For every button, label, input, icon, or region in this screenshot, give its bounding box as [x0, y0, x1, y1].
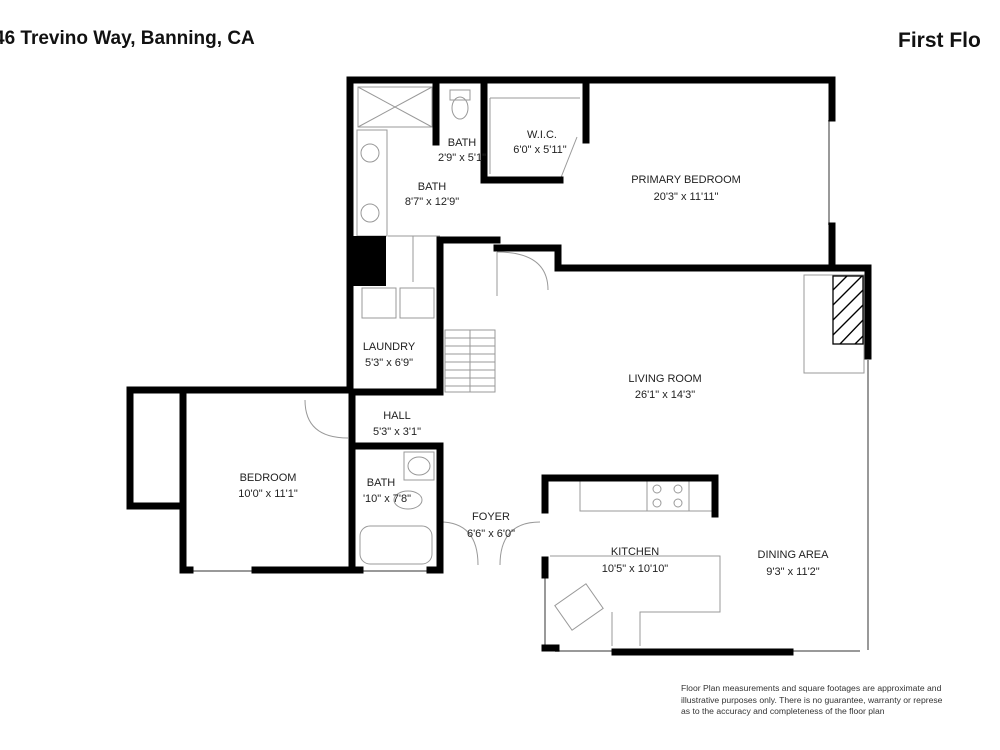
disclaimer-line-1: Floor Plan measurements and square foota… — [681, 683, 942, 693]
laundry-name: LAUNDRY — [363, 341, 416, 353]
bath-small-name: BATH — [448, 137, 477, 149]
shower-fixture — [357, 86, 433, 128]
foyer-name: FOYER — [472, 511, 510, 523]
bath-small-dims: 2'9" x 5'1" — [438, 152, 486, 164]
bath-cabinet-wall — [352, 236, 386, 286]
fireplace — [832, 275, 864, 345]
living-room-name: LIVING ROOM — [628, 373, 701, 385]
sink-fixture — [360, 143, 380, 163]
door-swing-4 — [559, 136, 578, 181]
sink-fixture-2 — [360, 203, 380, 223]
bath-hall-dims: '10" x 7'8" — [363, 493, 411, 505]
door-swing-3 — [439, 521, 479, 566]
stairs — [444, 329, 496, 393]
range-fixture — [646, 480, 690, 512]
dining-area-dims: 9'3" x 11'2" — [766, 566, 819, 578]
wic-name: W.I.C. — [527, 129, 557, 141]
bathtub-fixture — [359, 525, 433, 565]
dryer-fixture — [399, 287, 435, 319]
kitchen-sink-fixture — [554, 583, 604, 631]
kitchen-island — [550, 555, 721, 646]
disclaimer-line-3: as to the accuracy and completeness of t… — [681, 706, 885, 716]
living-room-dims: 26'1" x 14'3" — [635, 389, 695, 401]
laundry-dims: 5'3" x 6'9" — [365, 357, 413, 369]
washer-fixture — [361, 287, 397, 319]
vanity-fixture — [356, 129, 388, 237]
fireplace-hearth — [803, 274, 865, 374]
wic-dims: 6'0" x 5'11" — [513, 144, 566, 156]
walls — [126, 76, 872, 656]
kitchen-name: KITCHEN — [611, 546, 659, 558]
hall-dims: 5'3" x 3'1" — [373, 426, 421, 438]
kitchen-dims: 10'5" x 10'10" — [602, 563, 669, 575]
door-swing — [496, 251, 549, 291]
bedroom-dims: 10'0" x 11'1" — [238, 488, 298, 500]
dining-area-name: DINING AREA — [758, 549, 830, 561]
door-swing-2 — [304, 399, 349, 439]
hall-sink-fixture — [403, 451, 435, 481]
primary-bedroom-dims: 20'3" x 11'11" — [654, 191, 719, 203]
disclaimer: Floor Plan measurements and square foota… — [681, 683, 942, 718]
bath-hall-name: BATH — [367, 477, 396, 489]
disclaimer-line-2: illustrative purposes only. There is no … — [681, 694, 943, 705]
primary-bedroom-name: PRIMARY BEDROOM — [631, 174, 741, 186]
foyer-dims: 6'6" x 6'0" — [467, 528, 515, 540]
floor-title: First Flo — [898, 29, 981, 52]
hall-name: HALL — [383, 410, 411, 422]
toilet-fixture — [451, 96, 469, 120]
bath-main-name: BATH — [418, 181, 447, 193]
bath-main-dims: 8'7" x 12'9" — [405, 196, 459, 208]
property-address: 46 Trevino Way, Banning, CA — [0, 28, 255, 49]
bedroom-name: BEDROOM — [240, 472, 297, 484]
